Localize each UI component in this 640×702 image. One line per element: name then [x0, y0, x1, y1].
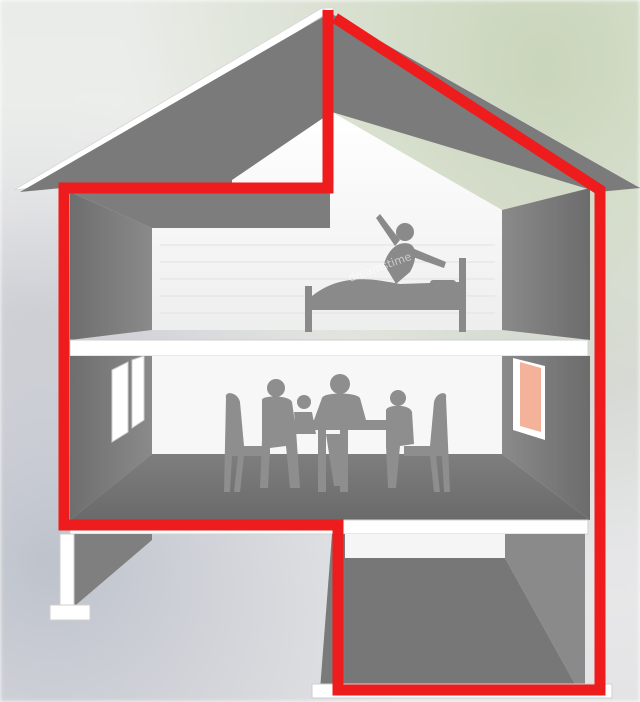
floor-slab: [70, 340, 588, 356]
window-right: [513, 358, 545, 440]
basement-room: [50, 534, 612, 698]
